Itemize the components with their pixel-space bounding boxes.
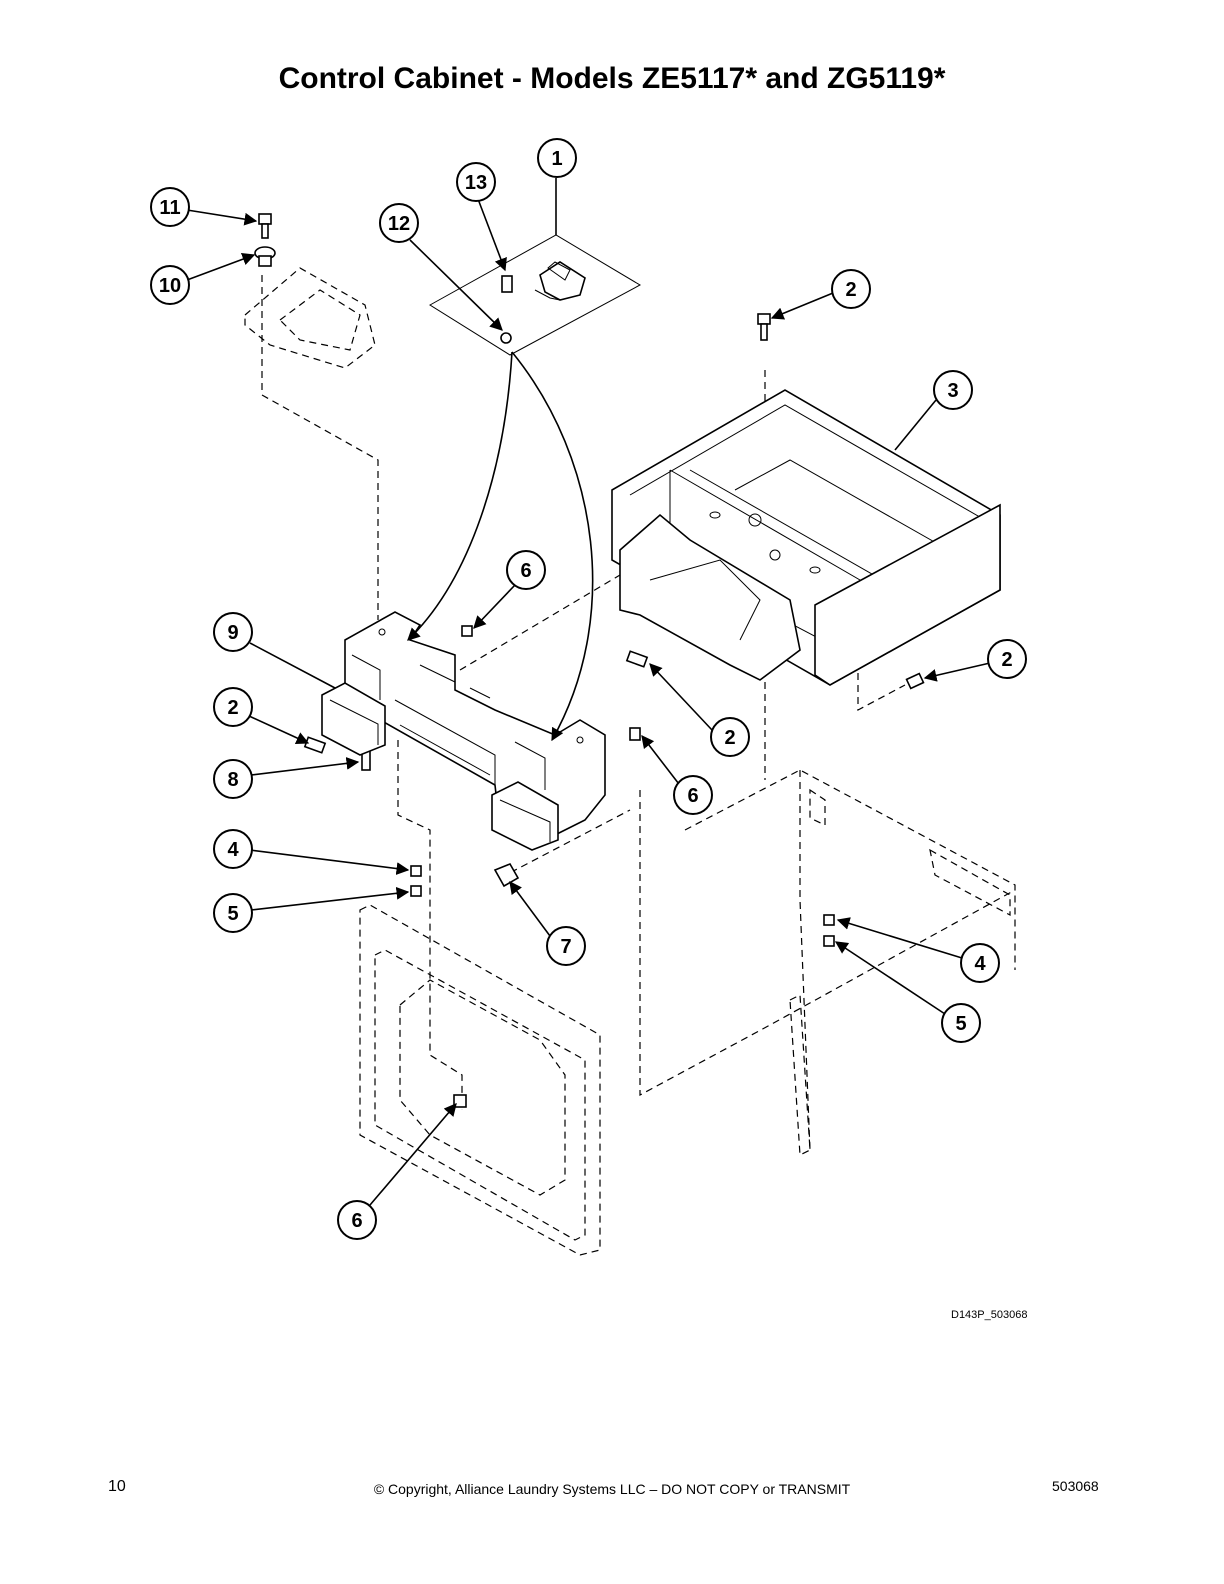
callout-label: 2	[845, 279, 856, 301]
part-3-control-cabinet	[611, 389, 1001, 686]
callout-label: 4	[974, 953, 986, 975]
callout-label: 4	[227, 839, 239, 861]
fasteners	[254, 213, 925, 1108]
callout-label: 1	[551, 148, 562, 170]
callout-6: 6	[506, 550, 546, 590]
callout-label: 2	[227, 697, 238, 719]
callout-3: 3	[933, 370, 973, 410]
callout-7: 7	[546, 926, 586, 966]
callout-4: 4	[213, 829, 253, 869]
page-number: 10	[108, 1478, 126, 1495]
drawing-id: D143P_503068	[951, 1309, 1028, 1321]
callout-12: 12	[379, 203, 419, 243]
part-9-bracket	[321, 611, 606, 851]
callout-6: 6	[673, 775, 713, 815]
callout-2: 2	[831, 269, 871, 309]
callout-label: 5	[955, 1013, 966, 1035]
callout-10: 10	[150, 265, 190, 305]
callout-8: 8	[213, 759, 253, 799]
document-number: 503068	[1052, 1478, 1099, 1494]
leader-lines	[186, 178, 991, 1206]
callout-label: 5	[227, 903, 238, 925]
callout-2: 2	[987, 639, 1027, 679]
callout-label: 9	[227, 622, 238, 644]
callout-1: 1	[537, 138, 577, 178]
part-1-plate	[429, 234, 642, 356]
callout-label: 6	[351, 1210, 362, 1232]
copyright-notice: © Copyright, Alliance Laundry Systems LL…	[373, 1481, 851, 1497]
callout-9: 9	[213, 612, 253, 652]
callout-2: 2	[213, 687, 253, 727]
callout-5: 5	[941, 1003, 981, 1043]
callout-label: 6	[687, 785, 698, 807]
callout-label: 7	[560, 936, 571, 958]
callout-2: 2	[710, 717, 750, 757]
callout-6: 6	[337, 1200, 377, 1240]
callout-label: 12	[388, 213, 410, 235]
callout-label: 2	[724, 727, 735, 749]
callout-label: 11	[159, 197, 180, 219]
callout-label: 2	[1001, 649, 1012, 671]
callout-label: 3	[947, 380, 958, 402]
callout-label: 8	[227, 769, 238, 791]
callout-11: 11	[150, 187, 190, 227]
callout-label: 13	[465, 172, 487, 194]
callout-13: 13	[456, 162, 496, 202]
callout-5: 5	[213, 893, 253, 933]
page-title: Control Cabinet - Models ZE5117* and ZG5…	[278, 62, 946, 95]
callout-label: 10	[159, 275, 181, 297]
phantom-outlines	[244, 267, 1016, 1256]
callout-label: 6	[520, 560, 531, 582]
callout-4: 4	[960, 943, 1000, 983]
